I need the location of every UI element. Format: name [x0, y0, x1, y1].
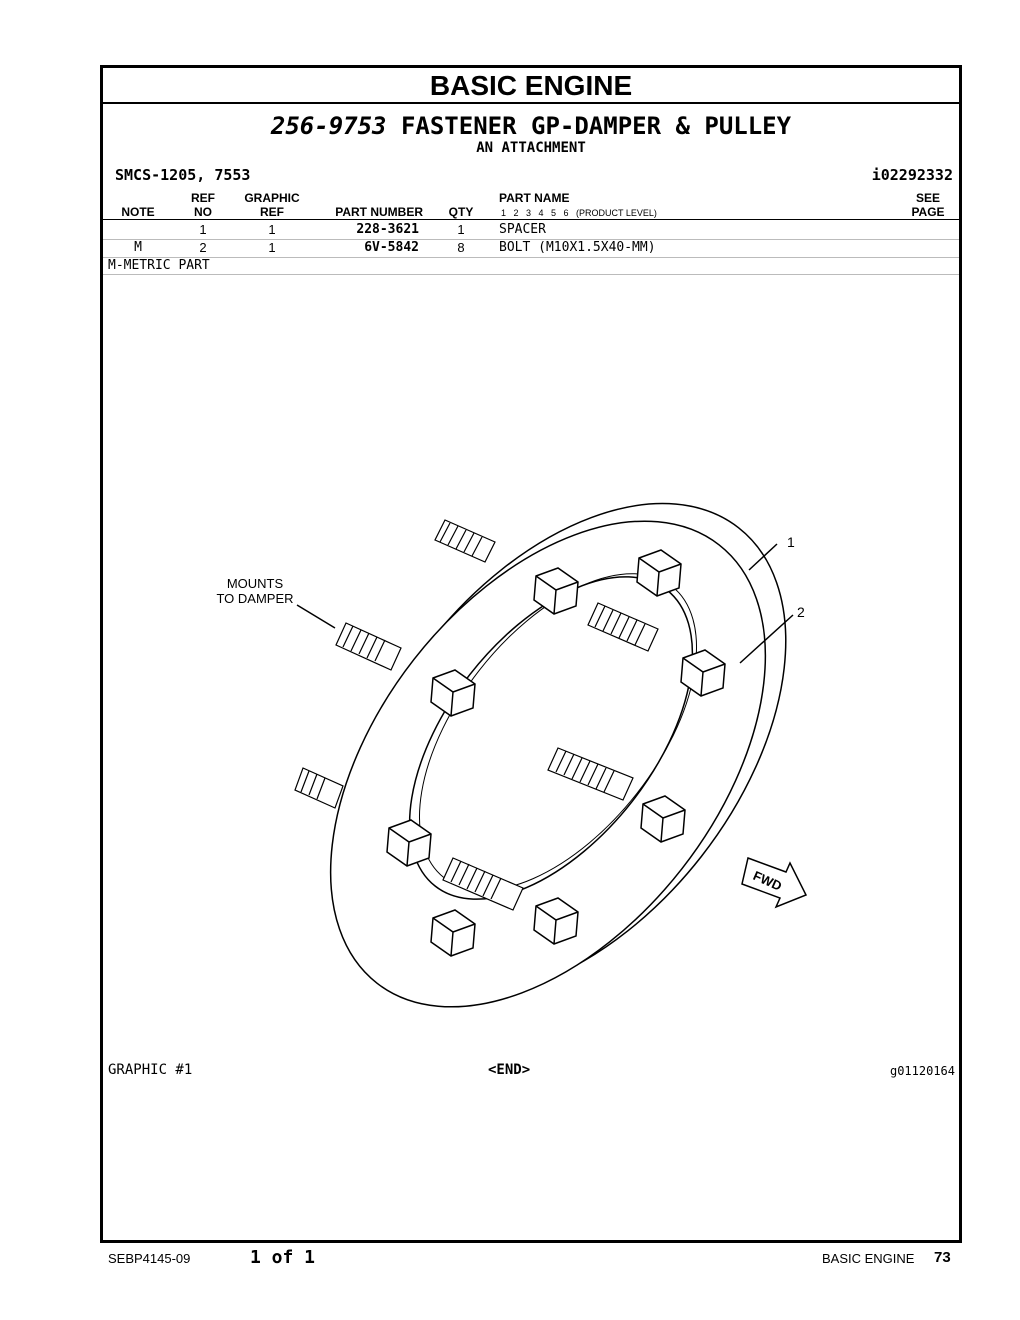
header-graphic-bottom: REF: [260, 205, 284, 219]
metric-legend: M-METRIC PART: [108, 258, 210, 273]
row-ref-no: 1: [199, 222, 207, 237]
smcs-code: SMCS-1205, 7553: [115, 166, 251, 184]
row-ref-no: 2: [199, 240, 207, 255]
header-note: NOTE: [121, 205, 155, 219]
page-frame: BASIC ENGINE 256-9753 FASTENER GP-DAMPER…: [100, 65, 962, 1243]
footer-section: BASIC ENGINE: [822, 1251, 915, 1266]
spacer-outer-front: [329, 520, 767, 1008]
graphic-id: g01120164: [889, 1064, 955, 1078]
header-see-top: SEE: [915, 191, 940, 205]
group-subtitle: AN ATTACHMENT: [476, 140, 586, 156]
bolt-stud-back: [294, 767, 344, 809]
illustration-id: i02292332: [871, 166, 953, 184]
bolt-stud-inner: [547, 747, 634, 801]
bolt-hex-head: [636, 549, 682, 597]
leader-callout-1: [748, 543, 778, 571]
header-ref-top: REF: [191, 191, 215, 205]
footer-page-number: 73: [934, 1249, 951, 1266]
bolt-hex-head: [430, 909, 476, 957]
bolt-stud-inner: [442, 857, 524, 911]
divider: [103, 102, 959, 104]
header-graphic-top: GRAPHIC: [244, 191, 300, 205]
fwd-arrow: [741, 857, 808, 909]
leader-mounts: [296, 604, 336, 629]
group-name: FASTENER GP-DAMPER & PULLEY: [400, 112, 792, 140]
header-see-bottom: PAGE: [911, 205, 945, 219]
header-part-name: PART NAME: [499, 191, 570, 205]
end-marker: <END>: [488, 1062, 531, 1078]
graphic-label: GRAPHIC #1: [108, 1062, 193, 1078]
header-ref-bottom: NO: [194, 205, 212, 219]
row-note: M: [134, 240, 142, 255]
row-divider: [103, 257, 959, 258]
footer-doc-id: SEBP4145-09: [108, 1251, 191, 1266]
row-divider: [103, 239, 959, 240]
row-qty: 1: [457, 222, 465, 237]
header-qty: QTY: [448, 205, 474, 219]
bolt-hex-head: [680, 649, 726, 697]
leader-callout-2: [739, 614, 794, 664]
callout-1: 1: [787, 534, 795, 550]
row-qty: 8: [457, 240, 465, 255]
table-header-divider: [103, 219, 959, 220]
footer-page-of: 1 of 1: [250, 1247, 316, 1268]
bolt-hex-head: [533, 897, 579, 945]
row-part-name: BOLT (M10X1.5X40-MM): [499, 240, 656, 255]
row-graphic-ref: 1: [268, 240, 276, 255]
row-part-name: SPACER: [499, 222, 546, 237]
bolt-hex-head: [533, 567, 579, 615]
bolt-stud-back: [335, 622, 402, 671]
callout-2: 2: [797, 604, 805, 620]
exploded-view-illustration: MOUNTS TO DAMPER 1 2 FWD: [216, 502, 808, 1008]
bolt-hex-head: [430, 669, 476, 717]
group-part-number[interactable]: 256-9753: [270, 112, 387, 140]
row-part-number[interactable]: 6V-5842: [364, 240, 419, 255]
bolt-hex-head: [640, 795, 686, 843]
header-product-levels: 1 2 3 4 5 6 (PRODUCT LEVEL): [501, 208, 657, 218]
group-title: 256-9753 FASTENER GP-DAMPER & PULLEY: [103, 112, 959, 140]
bolt-hex-head: [386, 819, 432, 867]
bolt-stud-back: [434, 519, 496, 563]
bolt-stud-inner: [587, 602, 659, 652]
header-part-number: PART NUMBER: [335, 205, 423, 219]
label-mounts-line1: MOUNTS: [227, 576, 284, 591]
label-mounts-line2: TO DAMPER: [216, 591, 293, 606]
row-divider: [103, 274, 959, 275]
row-graphic-ref: 1: [268, 222, 276, 237]
section-title: BASIC ENGINE: [429, 70, 633, 101]
row-part-number[interactable]: 228-3621: [356, 222, 419, 237]
